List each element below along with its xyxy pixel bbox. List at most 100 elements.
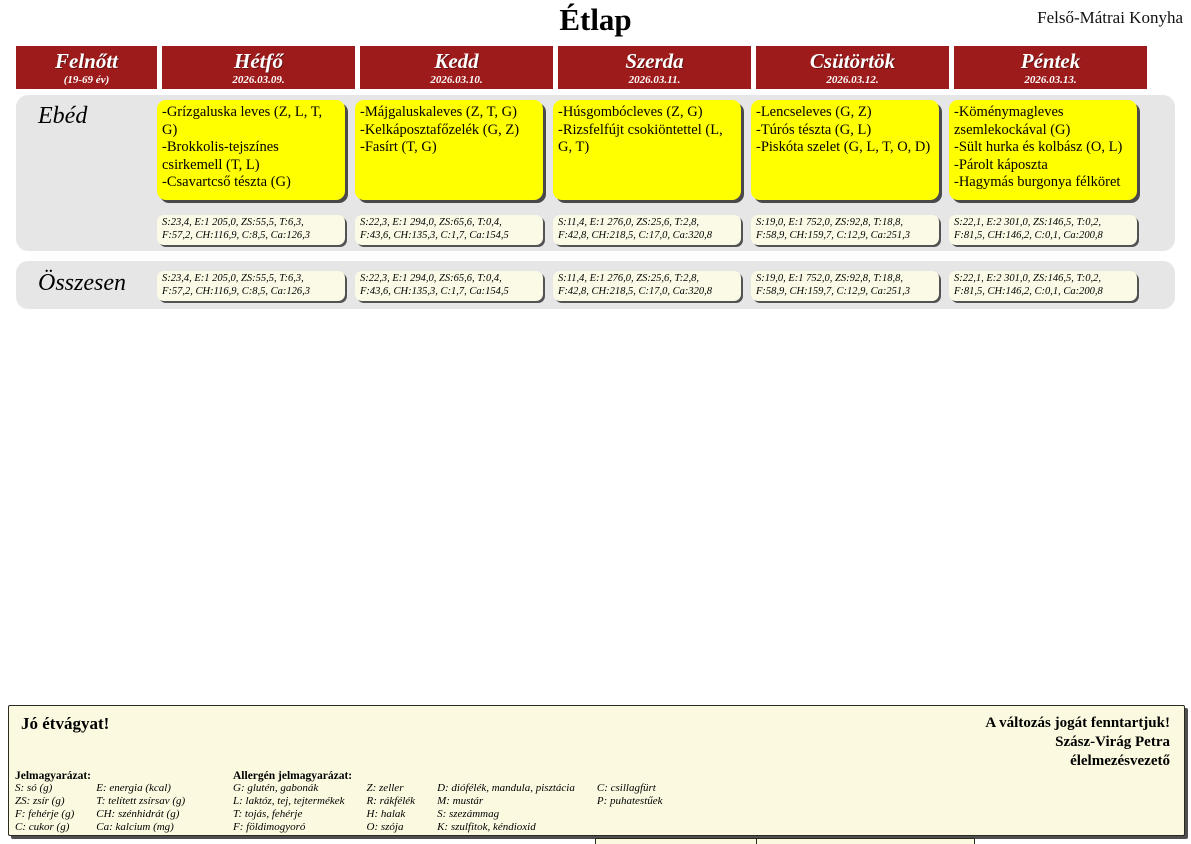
- allergen-key: T: tojás, fehérje: [233, 808, 303, 820]
- legend-key: Ca: kalcium (mg): [96, 821, 174, 833]
- allergen-row: G: glutén, gabonák Z: zeller D: diófélék…: [233, 782, 663, 795]
- header-cell-monday: Hétfő 2026.03.09.: [162, 46, 355, 89]
- dish-cell-thursday: -Lencseleves (G, Z) -Túrós tészta (G, L)…: [751, 100, 944, 200]
- totals-line: S:19,0, E:1 752,0, ZS:92,8, T:18,8,: [756, 273, 903, 284]
- dish-item: -Párolt káposzta: [954, 156, 1048, 173]
- allergen-key: M: mustár: [437, 795, 484, 807]
- allergen-key: O: szója: [366, 821, 404, 833]
- header-cell-friday: Péntek 2026.03.13.: [954, 46, 1147, 89]
- totals-line: S:22,1, E:2 301,0, ZS:146,5, T:0,2,: [954, 273, 1101, 284]
- dish-item: -Rizsfelfújt csokiöntettel (L, G, T): [558, 121, 723, 156]
- allergen-key: S: szezámmag: [437, 808, 500, 820]
- clipped-bottom-panel: [595, 838, 975, 844]
- allergen-key: [597, 808, 663, 821]
- totals-line: F:58,9, CH:159,7, C:12,9, Ca:251,3: [756, 285, 910, 297]
- legend-key: F: fehérje (g): [15, 808, 75, 820]
- signatory-role: élelmezésvezető: [1070, 753, 1170, 769]
- totals-line: F:43,6, CH:135,3, C:1,7, Ca:154,5: [360, 285, 509, 297]
- dish-item: -Hagymás burgonya félköret: [954, 174, 1121, 190]
- legend-row: C: cukor (g) Ca: kalcium (mg): [15, 821, 185, 834]
- dish-item: -Májgaluskaleves (Z, T, G): [360, 104, 517, 120]
- header-cell-title: Szerda: [625, 48, 684, 73]
- signature-block: A változás jogát fenntartjuk! Szász-Virá…: [985, 714, 1170, 771]
- totals-cell-friday: S:22,1, E:2 301,0, ZS:146,5, T:0,2, F:81…: [949, 271, 1142, 301]
- legend-key: S: só (g): [15, 782, 53, 794]
- dish-box: -Lencseleves (G, Z) -Túrós tészta (G, L)…: [751, 100, 939, 200]
- nutrition-line: F:57,2, CH:116,9, C:8,5, Ca:126,3: [162, 229, 310, 241]
- dish-item: -Brokkolis-tejszínes csirkemell (T, L): [162, 139, 279, 173]
- header-cell-date: 2026.03.13.: [1024, 73, 1077, 86]
- totals-line: F:57,2, CH:116,9, C:8,5, Ca:126,3: [162, 285, 310, 297]
- header-cell-date: 2026.03.09.: [232, 73, 285, 86]
- allergen-key: G: glutén, gabonák: [233, 782, 319, 794]
- dish-item: -Fasírt (T, G): [360, 139, 437, 155]
- header-cell-felnott: Felnőtt (19-69 év): [16, 46, 157, 89]
- dish-cell-wednesday: -Húsgombócleves (Z, G) -Rizsfelfújt csok…: [553, 100, 746, 200]
- legend-row: ZS: zsír (g) T: telített zsírsav (g): [15, 795, 185, 808]
- dish-item: -Piskóta szelet (G, L, T, O, D): [756, 139, 931, 155]
- dish-box: -Húsgombócleves (Z, G) -Rizsfelfújt csok…: [553, 100, 741, 200]
- allergen-key: L: laktóz, tej, tejtermékek: [233, 795, 345, 807]
- nutrition-line: S:23,4, E:1 205,0, ZS:55,5, T:6,3,: [162, 217, 304, 228]
- legend-key: E: energia (kcal): [96, 782, 171, 794]
- allergen-row: T: tojás, fehérje H: halak S: szezámmag: [233, 808, 663, 821]
- allergen-row: F: földimogyoró O: szója K: szulfitok, k…: [233, 821, 663, 834]
- nutrition-cells: S:23,4, E:1 205,0, ZS:55,5, T:6,3, F:57,…: [157, 215, 1142, 245]
- nutrition-box: S:23,4, E:1 205,0, ZS:55,5, T:6,3, F:57,…: [157, 215, 345, 245]
- dish-item: -Sült hurka és kolbász (O, L): [954, 139, 1123, 155]
- header-cell-thursday: Csütörtök 2026.03.12.: [756, 46, 949, 89]
- nutrition-legend-table: S: só (g) E: energia (kcal) ZS: zsír (g)…: [15, 782, 185, 834]
- totals-line: S:23,4, E:1 205,0, ZS:55,5, T:6,3,: [162, 273, 304, 284]
- header-cell-date: 2026.03.12.: [826, 73, 879, 86]
- nutrition-line: S:19,0, E:1 752,0, ZS:92,8, T:18,8,: [756, 217, 903, 228]
- dish-item: -Túrós tészta (G, L): [756, 121, 872, 138]
- meal-row-lunch: Ebéd -Grízgaluska leves (Z, L, T, G) -Br…: [16, 95, 1175, 251]
- signatory-name: Szász-Virág Petra: [1055, 734, 1170, 750]
- nutrition-box: S:22,3, E:1 294,0, ZS:65,6, T:0,4, F:43,…: [355, 215, 543, 245]
- nutrition-box: S:22,1, E:2 301,0, ZS:146,5, T:0,2, F:81…: [949, 215, 1137, 245]
- legend-key: T: telített zsírsav (g): [96, 795, 186, 807]
- legend-key: CH: szénhidrát (g): [96, 808, 180, 820]
- nutrition-legend: Jelmagyarázat: S: só (g) E: energia (kca…: [15, 770, 185, 834]
- allergen-legend: Allergén jelmagyarázat: G: glutén, gabon…: [233, 770, 663, 834]
- dish-item: -Kelkáposztafőzelék (G, Z): [360, 121, 520, 138]
- totals-line: F:81,5, CH:146,2, C:0,1, Ca:200,8: [954, 285, 1103, 297]
- nutrition-box: S:19,0, E:1 752,0, ZS:92,8, T:18,8, F:58…: [751, 215, 939, 245]
- meal-label: Ebéd: [38, 103, 88, 129]
- page-title: Étlap: [559, 2, 632, 37]
- dish-cells: -Grízgaluska leves (Z, L, T, G) -Brokkol…: [157, 100, 1142, 200]
- header-cell-title: Kedd: [434, 48, 479, 73]
- page-header: Étlap Felső-Mátrai Konyha: [0, 0, 1191, 42]
- nutrition-cell-tuesday: S:22,3, E:1 294,0, ZS:65,6, T:0,4, F:43,…: [355, 215, 548, 245]
- header-cell-title: Péntek: [1020, 48, 1081, 73]
- nutrition-cell-friday: S:22,1, E:2 301,0, ZS:146,5, T:0,2, F:81…: [949, 215, 1142, 245]
- header-cell-title: Hétfő: [234, 48, 283, 73]
- nutrition-legend-title: Jelmagyarázat:: [15, 770, 91, 782]
- rights-reserved-text: A változás jogát fenntartjuk!: [985, 715, 1170, 731]
- header-cell-tuesday: Kedd 2026.03.10.: [360, 46, 553, 89]
- kitchen-name: Felső-Mátrai Konyha: [1037, 8, 1183, 27]
- totals-row: Összesen S:23,4, E:1 205,0, ZS:55,5, T:6…: [16, 261, 1175, 309]
- dish-item: -Csavartcső tészta (G): [162, 174, 291, 190]
- allergen-row: L: laktóz, tej, tejtermékek R: rákfélék …: [233, 795, 663, 808]
- nutrition-line: F:58,9, CH:159,7, C:12,9, Ca:251,3: [756, 229, 910, 241]
- header-cell-title: Felnőtt: [54, 48, 118, 73]
- page-footer: Jó étvágyat! A változás jogát fenntartju…: [8, 705, 1185, 836]
- dish-cell-tuesday: -Májgaluskaleves (Z, T, G) -Kelkáposztaf…: [355, 100, 548, 200]
- totals-box: S:22,1, E:2 301,0, ZS:146,5, T:0,2, F:81…: [949, 271, 1137, 301]
- totals-line: S:22,3, E:1 294,0, ZS:65,6, T:0,4,: [360, 273, 502, 284]
- dish-box: -Grízgaluska leves (Z, L, T, G) -Brokkol…: [157, 100, 345, 200]
- nutrition-box: S:11,4, E:1 276,0, ZS:25,6, T:2,8, F:42,…: [553, 215, 741, 245]
- totals-line: S:11,4, E:1 276,0, ZS:25,6, T:2,8,: [558, 273, 699, 284]
- allergen-legend-table: G: glutén, gabonák Z: zeller D: diófélék…: [233, 782, 663, 834]
- allergen-key: Z: zeller: [366, 782, 404, 794]
- header-cell-date: 2026.03.11.: [628, 73, 681, 86]
- allergen-key: P: puhatestűek: [596, 795, 663, 807]
- allergen-key: H: halak: [366, 808, 406, 820]
- totals-cell-tuesday: S:22,3, E:1 294,0, ZS:65,6, T:0,4, F:43,…: [355, 271, 548, 301]
- nutrition-line: F:42,8, CH:218,5, C:17,0, Ca:320,8: [558, 229, 712, 241]
- legend-row: F: fehérje (g) CH: szénhidrát (g): [15, 808, 185, 821]
- nutrition-cell-monday: S:23,4, E:1 205,0, ZS:55,5, T:6,3, F:57,…: [157, 215, 350, 245]
- nutrition-line: S:22,1, E:2 301,0, ZS:146,5, T:0,2,: [954, 217, 1101, 228]
- dish-cell-monday: -Grízgaluska leves (Z, L, T, G) -Brokkol…: [157, 100, 350, 200]
